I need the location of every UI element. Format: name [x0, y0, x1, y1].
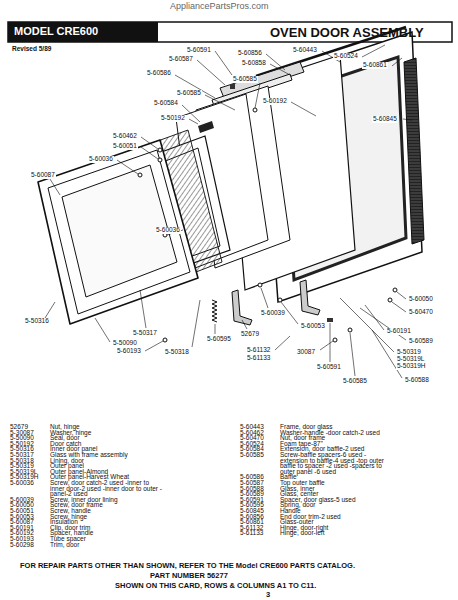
callout-number: 5-60856: [237, 50, 263, 57]
callout-number: 5-50090: [112, 340, 138, 347]
callout-number: 5-60036: [155, 227, 181, 234]
part-number-cell: 5-61133: [240, 530, 280, 536]
part-number-cell: 5-60298: [10, 542, 50, 548]
callout-number: 5-50319: [396, 349, 422, 356]
callout-number: 5-60053: [300, 323, 326, 330]
callout-number: 5-50319L: [396, 356, 425, 363]
callout-number: 5-60470: [408, 309, 434, 316]
callout-number: 5-60595: [206, 336, 232, 343]
model-heading: MODEL CRE600: [14, 26, 98, 37]
header-model-block: [8, 22, 158, 42]
watermark: AppliancePartsPros.com: [170, 2, 269, 11]
callout-number: 5-60051: [112, 143, 138, 150]
callout-number: 5-50319H: [396, 363, 427, 370]
callout-number: 5-60591: [186, 47, 212, 54]
callout-number: 5-60585: [176, 90, 202, 97]
callout-number: 5-60036: [88, 156, 114, 163]
callout-number: 30087: [296, 349, 316, 356]
inner-door-lip: [48, 150, 190, 314]
inner-door-panel: [38, 140, 198, 324]
callout-number: 5-60586: [146, 70, 172, 77]
part-description-cell: Screw-baffle spacers-6 used -extension t…: [280, 452, 390, 474]
callout-number: 5-60585: [342, 378, 368, 385]
callout-number: 5-60591: [316, 364, 342, 371]
callout-number: 5-60192: [262, 98, 288, 105]
part-number-cell: 5-60036: [10, 480, 50, 486]
footer-note: 3: [266, 591, 270, 599]
callout-number: 5-60858: [241, 60, 267, 67]
callout-number: 5-60524: [333, 53, 359, 60]
callout-number: 5-60589: [408, 338, 434, 345]
callout-number: 5-61133: [246, 355, 271, 362]
callout-number: 5-60845: [372, 116, 398, 123]
part-description-cell: Hinge, door-left: [280, 530, 390, 536]
part-number-cell: 5-60585: [240, 452, 280, 458]
callout-number: 5-60050: [408, 296, 434, 303]
callout-number: 5-50316: [24, 318, 50, 325]
callout-number: 5-50192: [160, 115, 186, 122]
callout-number: 5-60193: [116, 348, 142, 355]
hinge-left: [232, 290, 252, 325]
glass-spacer: [327, 318, 333, 322]
callout-number: 5-60039: [260, 310, 286, 317]
callout-number: 5-50317: [132, 330, 158, 337]
callout-number: 5-60087: [30, 172, 56, 179]
callout-number: 5-60462: [112, 133, 138, 140]
glass-spacer: [230, 84, 235, 89]
callout-number: 5-60191: [386, 328, 412, 335]
handle: [404, 58, 424, 244]
door-spring: [212, 300, 217, 322]
callout-number: 5-60584: [153, 100, 179, 107]
callout-number: 5-60585: [232, 76, 258, 83]
callout-number: 5-61132: [246, 347, 271, 354]
callout-number: 5-60587: [168, 56, 194, 63]
footer-note: SHOWN ON THIS CARD, ROWS & COLUMNS A1 TO…: [115, 582, 316, 590]
revision-note: Revised 5/89: [12, 46, 51, 53]
part-description-cell: Screw, door catch-2 used -inner to inner…: [50, 480, 165, 497]
door-catch: [198, 121, 214, 133]
callout-number: 5-50318: [164, 349, 190, 356]
hinge-right: [300, 280, 320, 315]
callout-number: 5-60588: [404, 377, 430, 384]
diagram-title: OVEN DOOR ASSEMBLY: [270, 25, 424, 40]
callout-number: 5-60861: [362, 62, 388, 69]
screws: [138, 108, 397, 342]
part-description-cell: Trim, door: [50, 542, 165, 548]
leader-lines: [45, 45, 412, 378]
footer-note: PART NUMBER 56277: [150, 572, 228, 580]
callout-number: 52679: [240, 331, 260, 338]
footer-note: FOR REPAIR PARTS OTHER THAN SHOWN, REFER…: [20, 562, 355, 570]
header-band: [8, 22, 452, 42]
callout-number: 5-60443: [292, 47, 318, 54]
